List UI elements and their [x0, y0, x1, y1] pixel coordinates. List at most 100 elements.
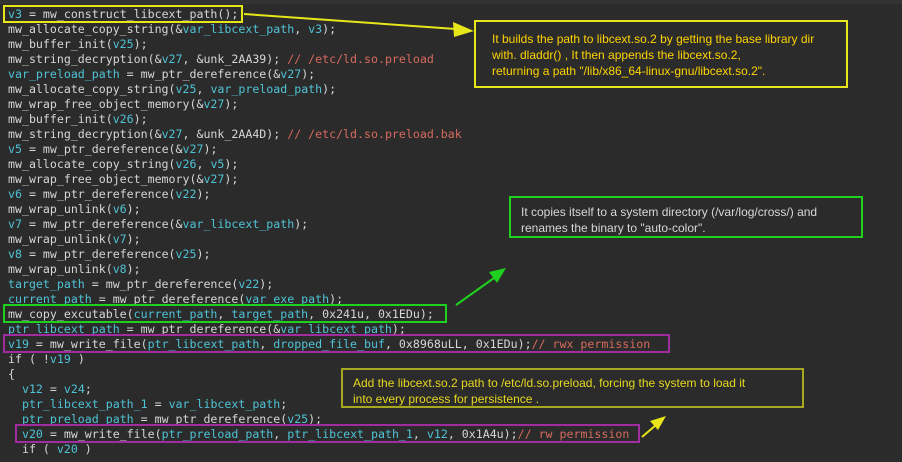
code-variable: v5 [8, 142, 22, 156]
code-line: v3 = mw_construct_libcext_path(); [8, 7, 238, 22]
code-variable: v26 [112, 112, 134, 126]
libcext-note-line: It builds the path to libcext.so.2 by ge… [492, 32, 815, 46]
preload-note-line: Add the libcext.so.2 path to /etc/ld.so.… [353, 376, 746, 390]
code-line: mw_allocate_copy_string(v25, var_preload… [8, 82, 336, 97]
code-text: ; [84, 382, 92, 396]
code-text: ); [126, 202, 141, 216]
code-variable: v6 [112, 202, 127, 216]
code-variable: v24 [63, 382, 85, 396]
code-text: , 0x8968uLL, 0x1EDu); [384, 337, 532, 351]
code-text: ); [126, 232, 141, 246]
code-text: ); [301, 67, 316, 81]
code-line: ptr_libcext_path_1 = var_libcext_path; [8, 397, 287, 412]
code-line: v20 = mw_write_file(ptr_preload_path, pt… [8, 427, 629, 442]
code-line: v19 = mw_write_file(ptr_libcext_path, dr… [8, 337, 650, 352]
code-variable: var_preload_path [8, 67, 120, 81]
code-line: if ( !v19 ) [8, 352, 85, 367]
code-text: , &unk_2AA39); [182, 52, 288, 66]
code-variable: var_libcext_path [182, 217, 295, 231]
code-variable: ptr_libcext_path_1 [287, 427, 413, 441]
copy-self-annotation: It copies itself to a system directory (… [509, 196, 863, 238]
code-text: = mw_ptr_dereference(& [119, 322, 281, 336]
preload-note-line: into every process for persistence . [353, 392, 540, 406]
code-line: mw_copy_excutable(current_path, target_p… [8, 307, 434, 322]
code-text [8, 427, 22, 441]
code-text: , [294, 22, 309, 36]
copy-note-line: renames the binary to "auto-color". [521, 221, 706, 235]
code-text: mw_wrap_unlink( [8, 232, 113, 246]
code-text: ); [133, 37, 148, 51]
code-variable: var_preload_path [210, 82, 323, 96]
code-variable: v27 [280, 67, 302, 81]
code-variable: ptr_preload_path [161, 427, 274, 441]
code-variable: v3 [308, 22, 323, 36]
code-text [8, 412, 22, 426]
code-text: ); [308, 412, 323, 426]
code-text: { [8, 367, 15, 381]
code-text: mw_allocate_copy_string( [8, 157, 176, 171]
code-text: ) [77, 442, 92, 456]
code-line: mw_allocate_copy_string(&var_libcext_pat… [8, 22, 336, 37]
code-text: = mw_ptr_dereference(& [21, 142, 183, 156]
code-view-top-bar [0, 0, 902, 4]
code-text: mw_buffer_init( [8, 37, 113, 51]
code-variable: ptr_libcext_path [8, 322, 120, 336]
code-variable: ptr_libcext_path [147, 337, 260, 351]
code-text: = mw_write_file( [28, 337, 148, 351]
code-text: ); [196, 187, 211, 201]
code-line: target_path = mw_ptr_dereference(v22); [8, 277, 273, 292]
code-text: mw_wrap_unlink( [8, 262, 113, 276]
code-text: ; [280, 397, 288, 411]
code-line: mw_allocate_copy_string(v26, v5); [8, 157, 238, 172]
code-variable: current_path [133, 307, 218, 321]
code-line: { [8, 367, 15, 382]
code-text: ); [196, 247, 211, 261]
code-text: ); [259, 277, 274, 291]
code-line: mw_string_decryption(&v27, &unk_2AA4D); … [8, 127, 462, 142]
code-text: = mw_ptr_dereference( [21, 247, 176, 261]
code-line: v6 = mw_ptr_dereference(v22); [8, 187, 210, 202]
copy-note-line: It copies itself to a system directory (… [521, 205, 818, 219]
code-text: mw_copy_excutable( [8, 307, 134, 321]
code-text: mw_string_decryption(& [8, 52, 162, 66]
code-comment: // rw permission [517, 427, 630, 441]
code-line: if ( v20 ) [8, 442, 92, 457]
code-variable: var_libcext_path [182, 22, 295, 36]
code-variable: target_path [8, 277, 85, 291]
code-line: v12 = v24; [8, 382, 92, 397]
code-variable: dropped_file_buf [273, 337, 385, 351]
code-text: mw_wrap_free_object_memory(& [8, 172, 204, 186]
code-variable: v25 [287, 412, 309, 426]
code-comment: // /etc/ld.so.preload [287, 52, 434, 66]
code-variable: v27 [203, 172, 225, 186]
code-line: v5 = mw_ptr_dereference(&v27); [8, 142, 217, 157]
code-variable: v7 [8, 217, 22, 231]
code-variable: v25 [175, 82, 197, 96]
code-text: , 0x1A4u); [447, 427, 518, 441]
code-line: var_preload_path = mw_ptr_dereference(&v… [8, 67, 315, 82]
code-variable: v19 [8, 337, 29, 351]
code-line: mw_wrap_free_object_memory(&v27); [8, 97, 238, 112]
code-variable: v20 [21, 427, 43, 441]
code-variable: v27 [161, 52, 183, 66]
code-text: , [196, 157, 211, 171]
code-variable: v27 [182, 142, 204, 156]
code-variable: target_path [231, 307, 309, 321]
code-text: = mw_ptr_dereference( [133, 412, 288, 426]
code-text: = mw_ptr_dereference( [84, 277, 239, 291]
code-variable: v22 [175, 187, 197, 201]
libcext-note-line: with. dladdr() , It then appends the lib… [492, 48, 741, 62]
code-variable: v12 [426, 427, 448, 441]
code-line: mw_buffer_init(v25); [8, 37, 148, 52]
code-variable: v25 [175, 247, 197, 261]
code-comment: // rwx permission [531, 337, 651, 351]
code-comment: // /etc/ld.so.preload.bak [287, 127, 462, 141]
code-line: mw_wrap_unlink(v7); [8, 232, 141, 247]
code-variable: v27 [161, 127, 183, 141]
code-variable: var_exe_path [245, 292, 330, 306]
preload-persistence-annotation: Add the libcext.so.2 path to /etc/ld.so.… [341, 368, 804, 408]
code-text: if ( [8, 442, 57, 456]
code-text: ); [133, 112, 148, 126]
code-variable: var_libcext_path [168, 397, 281, 411]
code-variable: v22 [238, 277, 260, 291]
